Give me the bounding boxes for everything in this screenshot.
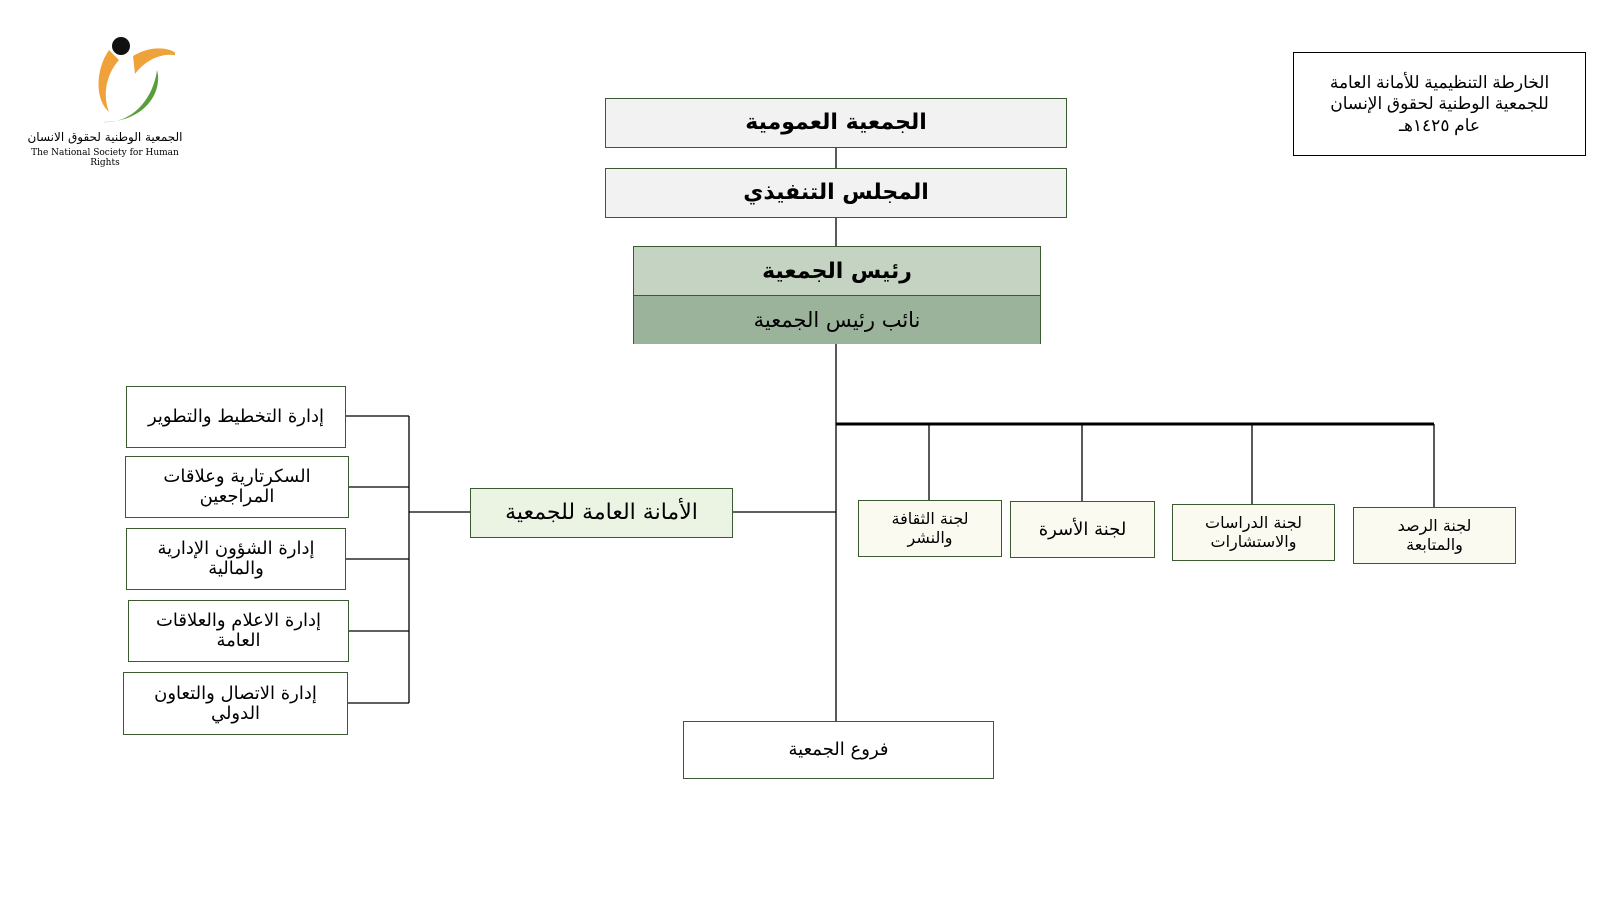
committee-family: لجنة الأسرة <box>1010 501 1155 558</box>
department-planning: إدارة التخطيط والتطوير <box>126 386 346 448</box>
node-general-secretariat: الأمانة العامة للجمعية <box>470 488 733 538</box>
department-media-label: إدارة الاعلام والعلاقات العامة <box>155 610 322 651</box>
committee-studies: لجنة الدراسات والاستشارات <box>1172 504 1335 561</box>
department-media: إدارة الاعلام والعلاقات العامة <box>128 600 349 662</box>
node-president-label: رئيس الجمعية <box>762 258 912 284</box>
department-international-label: إدارة الاتصال والتعاون الدولي <box>154 682 317 724</box>
node-branches-label: فروع الجمعية <box>788 739 889 761</box>
node-general-assembly: الجمعية العمومية <box>605 98 1067 148</box>
title-line-1: الخارطة التنظيمية للأمانة العامة <box>1329 73 1550 93</box>
title-line-2: للجمعية الوطنية لحقوق الإنسان <box>1330 94 1549 114</box>
node-president-group: رئيس الجمعية نائب رئيس الجمعية <box>633 246 1041 344</box>
society-logo: الجمعية الوطنية لحقوق الانسان The Nation… <box>20 30 190 170</box>
committee-monitoring: لجنة الرصد والمتابعة <box>1353 507 1516 564</box>
chart-title-box: الخارطة التنظيمية للأمانة العامة للجمعية… <box>1293 52 1586 156</box>
department-secretariat-label: السكرتارية وعلاقات المراجعين <box>163 466 311 507</box>
node-executive-council: المجلس التنفيذي <box>605 168 1067 218</box>
title-line-3: عام ١٤٢٥هـ <box>1398 115 1481 135</box>
department-admin-finance-label: إدارة الشؤون الإدارية والمالية <box>157 538 315 579</box>
department-admin-finance: إدارة الشؤون الإدارية والمالية <box>126 528 346 590</box>
node-branches: فروع الجمعية <box>683 721 994 779</box>
node-vice-president-label: نائب رئيس الجمعية <box>753 308 921 332</box>
department-international: إدارة الاتصال والتعاون الدولي <box>123 672 348 735</box>
committee-family-label: لجنة الأسرة <box>1038 518 1127 540</box>
committee-culture: لجنة الثقافة والنشر <box>858 500 1002 557</box>
node-executive-council-label: المجلس التنفيذي <box>743 179 929 205</box>
department-planning-label: إدارة التخطيط والتطوير <box>147 406 325 428</box>
node-vice-president: نائب رئيس الجمعية <box>634 296 1040 344</box>
logo-mark-icon <box>98 37 175 123</box>
department-secretariat: السكرتارية وعلاقات المراجعين <box>125 456 349 518</box>
committee-culture-label: لجنة الثقافة والنشر <box>891 509 969 547</box>
node-president: رئيس الجمعية <box>634 247 1040 296</box>
node-general-assembly-label: الجمعية العمومية <box>745 109 927 135</box>
logo-text-english: The National Society for Human Rights <box>31 148 179 168</box>
node-general-secretariat-label: الأمانة العامة للجمعية <box>505 499 698 525</box>
committee-studies-label: لجنة الدراسات والاستشارات <box>1205 513 1302 551</box>
committee-monitoring-label: لجنة الرصد والمتابعة <box>1397 516 1472 554</box>
logo-text-arabic: الجمعية الوطنية لحقوق الانسان <box>27 130 183 144</box>
